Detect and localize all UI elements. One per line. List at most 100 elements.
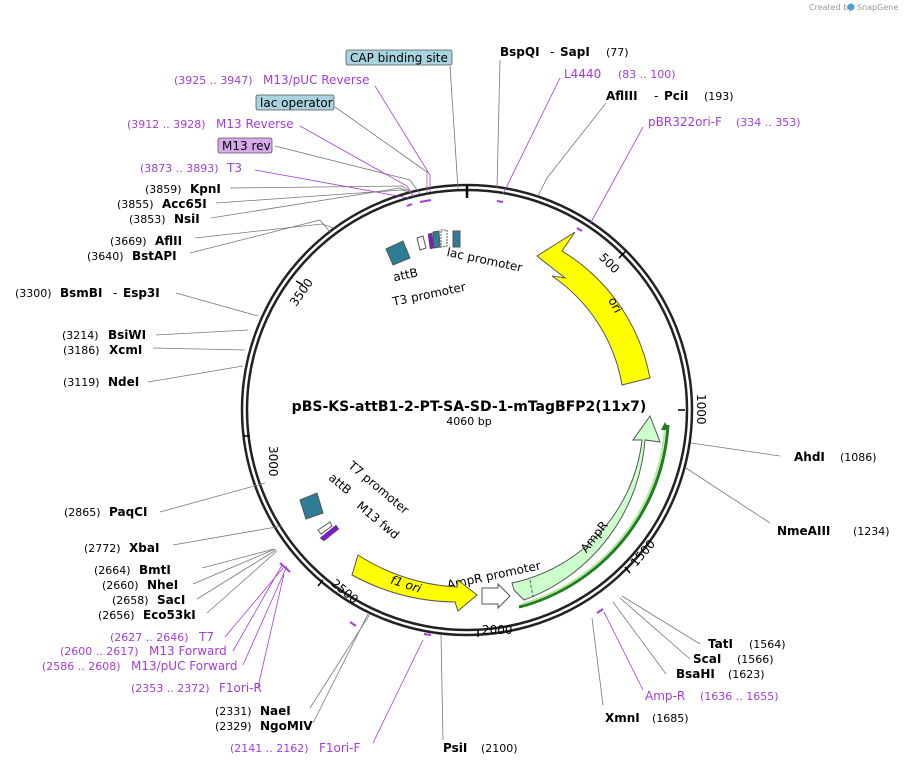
primer-m13-forward[interactable]: M13 Forward (149, 644, 227, 658)
site-bmti[interactable]: BmtI (139, 563, 171, 577)
primer-m13-puc-reverse[interactable]: M13/pUC Reverse (263, 73, 370, 87)
primer-l4440[interactable]: L4440 (564, 67, 601, 81)
site-paqci[interactable]: PaqCI (109, 505, 147, 519)
site-nhei[interactable]: NheI (147, 578, 178, 592)
plasmid-name: pBS-KS-attB1-2-PT-SA-SD-1-mTagBFP2(11x7) (292, 399, 647, 415)
site-xbai-pos: (2772) (84, 542, 121, 555)
tick-1500: 1500 (628, 537, 658, 569)
site-bstapi[interactable]: BstAPI (132, 249, 177, 263)
site-acc65i[interactable]: Acc65I (162, 197, 207, 211)
ampr-promoter-arrow[interactable] (481, 582, 511, 610)
site-kpni[interactable]: KpnI (190, 182, 221, 196)
site-pcii[interactable]: PciI (664, 89, 689, 103)
primer-m13-puc-forward[interactable]: M13/pUC Forward (131, 659, 238, 673)
site-nmeaiii[interactable]: NmeAIII (777, 524, 830, 538)
site-saci[interactable]: SacI (157, 593, 185, 607)
tick-1000: 1000 (694, 394, 708, 425)
enzyme-leaders (147, 59, 781, 741)
site-bspqi-pos: (77) (606, 46, 629, 59)
site-ahdi[interactable]: AhdI (794, 450, 825, 464)
m13-rev-label: M13 rev (222, 139, 271, 153)
lac-operator-labelbox[interactable] (255, 94, 335, 111)
attb-bottom-box[interactable] (299, 492, 324, 520)
site-dash: - (550, 45, 554, 59)
site-ndei[interactable]: NdeI (108, 375, 139, 389)
credit-brand: SnapGene (857, 3, 898, 12)
site-bsahi[interactable]: BsaHI (676, 667, 715, 681)
site-psii[interactable]: PsiI (443, 741, 467, 755)
primer-f1ori-f-range: (2141 .. 2162) (230, 742, 309, 755)
primer-pbr322ori-f[interactable]: pBR322ori-F (648, 115, 722, 129)
lac-promoter-label: lac promoter (446, 245, 524, 275)
primer-f1ori-r[interactable]: F1ori-R (219, 681, 262, 695)
primer-l4440-range: (83 .. 100) (618, 68, 676, 81)
ampr-arrow[interactable] (511, 414, 661, 601)
primer-t7[interactable]: T7 (198, 630, 214, 644)
primer-t3-range: (3873 .. 3893) (140, 162, 219, 175)
site-naei[interactable]: NaeI (260, 704, 291, 718)
cap-binding-site-box[interactable] (345, 49, 453, 66)
m13-rev-labelbox[interactable] (217, 137, 273, 154)
primer-f1ori-r-range: (2353 .. 2372) (131, 682, 210, 695)
site-ngomiv[interactable]: NgoMIV (260, 719, 313, 733)
site-eco53ki-pos: (2656) (98, 609, 135, 622)
lac-promoter-arrow[interactable] (440, 229, 448, 248)
site-xmni[interactable]: XmnI (605, 711, 640, 725)
site-bsmbi-pos: (3300) (15, 287, 52, 300)
site-afliii-pos: (193) (704, 90, 734, 103)
site-aflii-pos: (3669) (110, 235, 147, 248)
site-bstapi-pos: (3640) (87, 250, 124, 263)
cap-site-box[interactable] (452, 230, 461, 248)
primer-m13-reverse[interactable]: M13 Reverse (216, 117, 294, 131)
site-xmni-pos: (1685) (652, 712, 689, 725)
t3-promoter-arrow[interactable] (416, 235, 427, 251)
site-aflii[interactable]: AflII (155, 234, 182, 248)
site-xbai[interactable]: XbaI (129, 541, 159, 555)
t3-promoter-label: T3 promoter (390, 280, 467, 309)
site-xcmi-pos: (3186) (63, 344, 100, 357)
credit-prefix: Created by (809, 3, 853, 12)
site-bsiwi-pos: (3214) (62, 329, 99, 342)
site-bsmbi[interactable]: BsmBI (60, 286, 102, 300)
site-psii-pos: (2100) (481, 742, 518, 755)
site-paqci-pos: (2865) (64, 506, 101, 519)
site-eco53ki[interactable]: Eco53kI (143, 608, 196, 622)
snapgene-logo-icon (847, 3, 855, 11)
site-tati[interactable]: TatI (708, 637, 733, 651)
tick-500: 500 (596, 250, 622, 276)
primer-amp-r[interactable]: Amp-R (645, 689, 685, 703)
site-ahdi-pos: (1086) (840, 451, 877, 464)
primer-m13-puc-forward-range: (2586 .. 2608) (42, 660, 121, 673)
site-saci-pos: (2658) (112, 594, 149, 607)
site-nsii[interactable]: NsiI (174, 212, 200, 226)
ori-arrow[interactable] (536, 231, 651, 386)
primer-t3[interactable]: T3 (226, 161, 242, 175)
site-dash: - (654, 89, 658, 103)
site-bspqi[interactable]: BspQI (500, 45, 540, 59)
primer-leaders (224, 77, 644, 744)
lac-operator-box[interactable] (432, 230, 441, 249)
site-scai[interactable]: ScaI (693, 652, 721, 666)
f1-ori-arrow[interactable] (351, 554, 478, 612)
site-esp3i[interactable]: Esp3I (123, 286, 160, 300)
site-nsii-pos: (3853) (129, 213, 166, 226)
site-sapi[interactable]: SapI (560, 45, 590, 59)
site-acc65i-pos: (3855) (117, 198, 154, 211)
site-xcmi[interactable]: XcmI (109, 343, 142, 357)
ticks (243, 250, 685, 637)
primer-t7-range: (2627 .. 2646) (110, 631, 189, 644)
site-bmti-pos: (2664) (94, 564, 131, 577)
tick-3000: 3000 (266, 446, 280, 477)
tick-3500: 3500 (287, 276, 316, 309)
site-tati-pos: (1564) (749, 638, 786, 651)
site-kpni-pos: (3859) (145, 183, 182, 196)
ampr-primer-arrowhead (661, 422, 669, 430)
site-bsiwi[interactable]: BsiWI (108, 328, 146, 342)
primer-f1ori-f[interactable]: F1ori-F (319, 741, 360, 755)
site-bsahi-pos: (1623) (728, 668, 765, 681)
site-afliii[interactable]: AflIII (606, 89, 638, 103)
site-nmeaiii-pos: (1234) (853, 525, 890, 538)
attb-top-box[interactable] (385, 240, 411, 266)
t7-promoter-arrow[interactable] (317, 521, 333, 535)
m13-fwd-arrow[interactable] (319, 524, 340, 542)
